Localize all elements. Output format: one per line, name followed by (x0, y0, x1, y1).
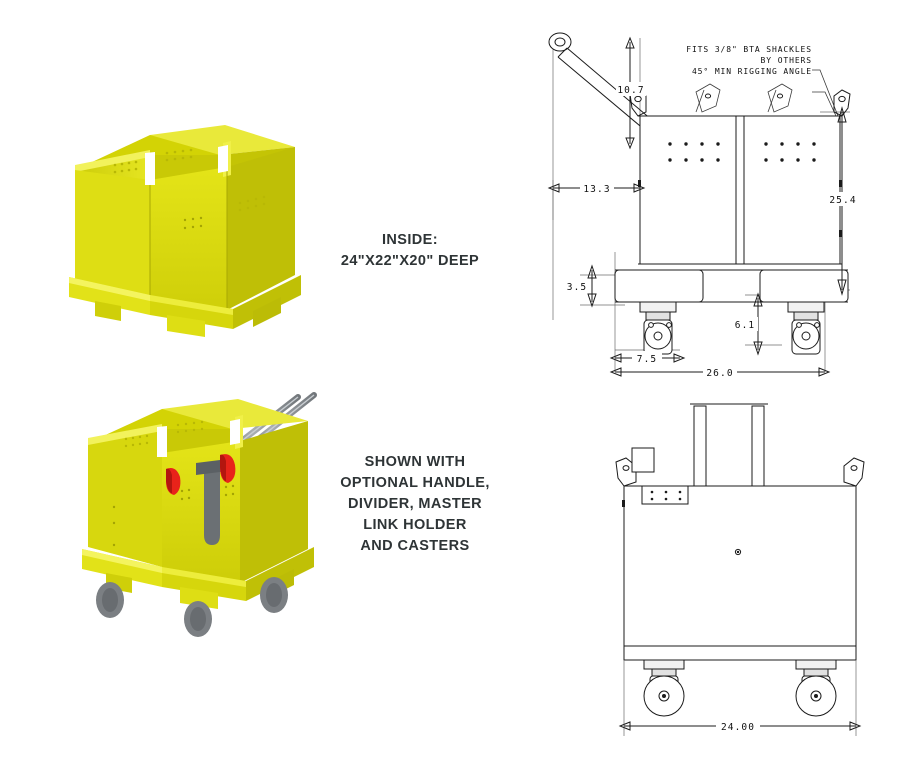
dim-label-3-5: 3.5 (567, 282, 587, 293)
inside-dimensions-callout: INSIDE: 24"X22"X20" DEEP (300, 230, 520, 272)
base-rail-front (623, 645, 857, 661)
optional-equipment-callout: SHOWN WITH OPTIONAL HANDLE, DIVIDER, MAS… (315, 452, 515, 557)
iso-view-plain-bin (55, 125, 315, 355)
dim-shackle-offset: 13.3 (547, 181, 646, 195)
dim-pocket-height: 3.5 (564, 264, 597, 308)
options-callout-line-5: AND CASTERS (360, 538, 470, 555)
dim-label-7-5: 7.5 (637, 354, 657, 365)
dim-front-width: 24.00 (618, 719, 862, 733)
iso-view-optioned-bin (70, 392, 340, 645)
options-callout-line-1: SHOWN WITH (364, 454, 466, 470)
optional-divider-blade (204, 465, 220, 545)
nameplate (641, 485, 689, 505)
forklift-pockets-side (614, 269, 849, 303)
dim-label-24-00: 24.00 (721, 722, 755, 733)
master-link-holder (166, 454, 236, 495)
inside-callout-line-2: 24"X22"X20" DEEP (340, 253, 480, 270)
note-line-1: FITS 3/8" BTA SHACKLES (686, 45, 812, 54)
options-callout-line-3: DIVIDER, MASTER (347, 496, 483, 513)
optional-casters (96, 577, 288, 637)
note-line-3: 45° MIN RIGGING ANGLE (692, 67, 812, 76)
options-callout-line-2: OPTIONAL HANDLE, (340, 475, 490, 492)
inside-callout-line-1: INSIDE: (382, 232, 438, 248)
dim-pocket-inset: 7.5 (609, 351, 686, 365)
bin-body-side (629, 83, 851, 265)
dim-rigging-height: 10.7 (616, 36, 646, 150)
note-line-2: BY OTHERS (761, 56, 812, 65)
casters-front (643, 659, 837, 717)
casters-side (639, 301, 825, 355)
dim-label-25-4: 25.4 (829, 195, 856, 206)
bin-body-front (615, 447, 865, 661)
dim-overall-width: 26.0 (609, 365, 831, 379)
rigging-notes: FITS 3/8" BTA SHACKLES BY OTHERS 45° MIN… (686, 45, 812, 76)
dim-overall-height: 25.4 (826, 106, 860, 296)
side-elevation-view: 10.7 13.3 25.4 (520, 20, 890, 390)
dim-label-10-7: 10.7 (617, 85, 644, 96)
dim-label-6-1: 6.1 (735, 320, 755, 331)
dim-label-13-3: 13.3 (583, 184, 610, 195)
dim-caster-height: 6.1 (732, 292, 763, 356)
dim-label-26-0: 26.0 (706, 368, 733, 379)
front-elevation-view: 24.00 (610, 400, 870, 760)
options-callout-line-4: LINK HOLDER (363, 517, 467, 534)
